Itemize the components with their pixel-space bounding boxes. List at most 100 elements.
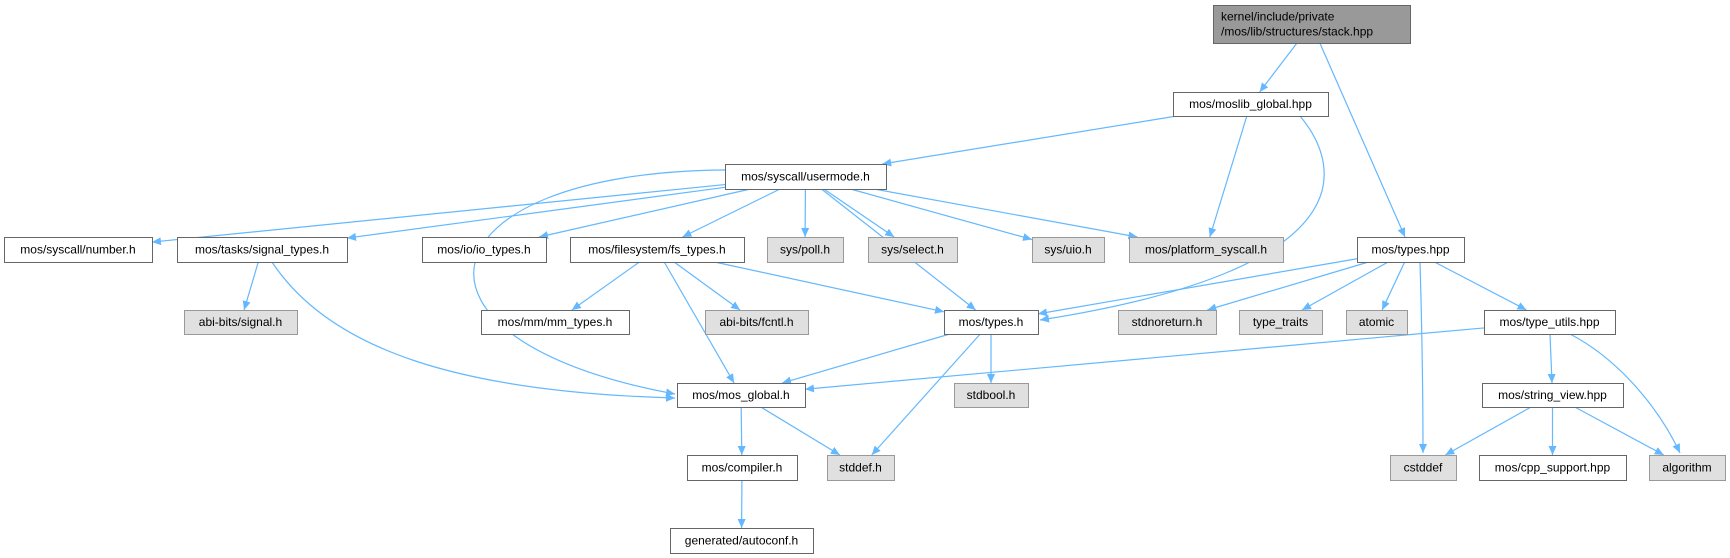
- node-cpp-support[interactable]: mos/cpp_support.hpp: [1479, 455, 1627, 481]
- edge-moslib_global-to-types_h: [1039, 115, 1325, 323]
- node-box: [767, 237, 844, 263]
- node-label: type_traits: [1253, 315, 1308, 329]
- node-mm-types[interactable]: mos/mm/mm_types.h: [481, 310, 630, 335]
- edge-fs_types-to-mos_global: [663, 261, 735, 384]
- node-compiler[interactable]: mos/compiler.h: [687, 455, 798, 481]
- node-io-types[interactable]: mos/io/io_types.h: [422, 237, 547, 263]
- node-label: abi-bits/fcntl.h: [719, 315, 793, 329]
- edge-types_hpp-to-type_utils: [1434, 261, 1527, 311]
- node-label: mos/mos_global.h: [692, 388, 789, 402]
- nodes-layer: kernel/include/private/mos/lib/structure…: [4, 5, 1726, 554]
- node-label: mos/types.h: [959, 315, 1024, 329]
- node-label: /mos/lib/structures/stack.hpp: [1221, 25, 1373, 39]
- edge-usermode-to-signal_types: [346, 186, 726, 241]
- edge-signal_types-to-mos_global: [271, 261, 676, 402]
- node-label: cstddef: [1404, 461, 1443, 475]
- node-box: [1479, 455, 1627, 481]
- node-box: [868, 237, 958, 263]
- node-cstddef: cstddef: [1390, 455, 1457, 481]
- node-string-view[interactable]: mos/string_view.hpp: [1482, 383, 1624, 408]
- node-fs-types[interactable]: mos/filesystem/fs_types.h: [570, 237, 745, 263]
- edge-string_view-to-cstddef: [1445, 406, 1532, 456]
- edge-types_hpp-to-type_traits: [1301, 261, 1389, 311]
- edge-fs_types-to-mm_types: [571, 261, 640, 311]
- node-mos-global[interactable]: mos/mos_global.h: [677, 383, 806, 408]
- edge-usermode-to-sys_uio: [850, 188, 1033, 241]
- node-stdbool: stdbool.h: [954, 383, 1029, 408]
- node-sys-select: sys/select.h: [868, 237, 958, 263]
- edge-types_hpp-to-cstddef: [1418, 261, 1427, 454]
- node-label: mos/tasks/signal_types.h: [195, 243, 329, 257]
- edge-type_utils-to-mos_global: [804, 327, 1485, 393]
- node-label: mos/types.hpp: [1371, 243, 1449, 257]
- node-atomic: atomic: [1346, 310, 1408, 335]
- node-sys-poll: sys/poll.h: [767, 237, 844, 263]
- node-autoconf[interactable]: generated/autoconf.h: [670, 528, 814, 554]
- node-label: mos/filesystem/fs_types.h: [588, 243, 725, 257]
- node-box: [1482, 383, 1624, 408]
- node-label: abi-bits/signal.h: [199, 315, 282, 329]
- edge-string_view-to-algorithm: [1574, 406, 1665, 456]
- edge-fs_types-to-types_h: [714, 261, 945, 314]
- node-label: generated/autoconf.h: [685, 534, 798, 548]
- edge-signal_types-to-abi_signal: [242, 261, 259, 311]
- node-label: stdnoreturn.h: [1132, 315, 1203, 329]
- node-types-hpp[interactable]: mos/types.hpp: [1357, 237, 1465, 263]
- node-platform-syscall: mos/platform_syscall.h: [1129, 237, 1284, 263]
- node-box: [1173, 92, 1329, 117]
- node-type-utils[interactable]: mos/type_utils.hpp: [1484, 310, 1616, 335]
- node-number[interactable]: mos/syscall/number.h: [4, 237, 153, 263]
- node-box: [725, 164, 887, 190]
- node-label: mos/platform_syscall.h: [1145, 243, 1267, 257]
- node-box: [944, 310, 1039, 335]
- node-box: [677, 383, 806, 408]
- node-box: [1357, 237, 1465, 263]
- node-box: [1213, 5, 1411, 44]
- edge-root-to-moslib_global: [1259, 42, 1298, 93]
- edge-types_hpp-to-atomic: [1381, 261, 1406, 311]
- node-box: [687, 455, 798, 481]
- node-label: mos/cpp_support.hpp: [1495, 461, 1611, 475]
- node-box: [1118, 310, 1217, 335]
- node-label: mos/io/io_types.h: [437, 243, 530, 257]
- node-box: [4, 237, 153, 263]
- node-types-h[interactable]: mos/types.h: [944, 310, 1039, 335]
- node-label: mos/string_view.hpp: [1498, 388, 1607, 402]
- edge-fs_types-to-abi_fcntl: [673, 261, 741, 311]
- edge-usermode-to-io_types: [538, 188, 751, 239]
- node-label: algorithm: [1662, 461, 1711, 475]
- node-label: atomic: [1359, 315, 1394, 329]
- node-label: sys/select.h: [881, 243, 944, 257]
- node-box: [570, 237, 745, 263]
- node-label: stdbool.h: [967, 388, 1016, 402]
- edge-moslib_global-to-platform_syscall: [1208, 115, 1248, 238]
- node-label: mos/mm/mm_types.h: [498, 315, 613, 329]
- edge-usermode-to-sys_select: [823, 188, 895, 238]
- edge-types_hpp-to-types_h: [1037, 258, 1358, 317]
- node-root[interactable]: kernel/include/private/mos/lib/structure…: [1213, 5, 1411, 44]
- node-box: [705, 310, 809, 335]
- edge-type_utils-to-algorithm: [1569, 333, 1681, 454]
- node-moslib-global[interactable]: mos/moslib_global.hpp: [1173, 92, 1329, 117]
- node-usermode[interactable]: mos/syscall/usermode.h: [725, 164, 887, 190]
- node-label: mos/moslib_global.hpp: [1189, 97, 1312, 111]
- node-label: kernel/include/private: [1221, 10, 1335, 24]
- edge-types_h-to-mos_global: [781, 333, 951, 385]
- node-box: [184, 310, 298, 335]
- edge-type_utils-to-string_view: [1547, 333, 1556, 384]
- edge-root-to-types_hpp: [1319, 42, 1406, 238]
- edge-usermode-to-platform_syscall: [873, 188, 1138, 240]
- node-label: mos/syscall/usermode.h: [741, 170, 870, 184]
- node-label: mos/type_utils.hpp: [1499, 315, 1599, 329]
- node-type-traits: type_traits: [1239, 310, 1323, 335]
- node-box: [1484, 310, 1616, 335]
- node-abi-fcntl: abi-bits/fcntl.h: [705, 310, 809, 335]
- node-box: [1390, 455, 1457, 481]
- node-abi-signal: abi-bits/signal.h: [184, 310, 298, 335]
- node-stddef: stddef.h: [827, 455, 895, 481]
- node-signal-types[interactable]: mos/tasks/signal_types.h: [177, 237, 348, 263]
- node-label: mos/compiler.h: [702, 461, 783, 475]
- edge-types_hpp-to-stdnoreturn: [1207, 261, 1369, 312]
- node-box: [1032, 237, 1105, 263]
